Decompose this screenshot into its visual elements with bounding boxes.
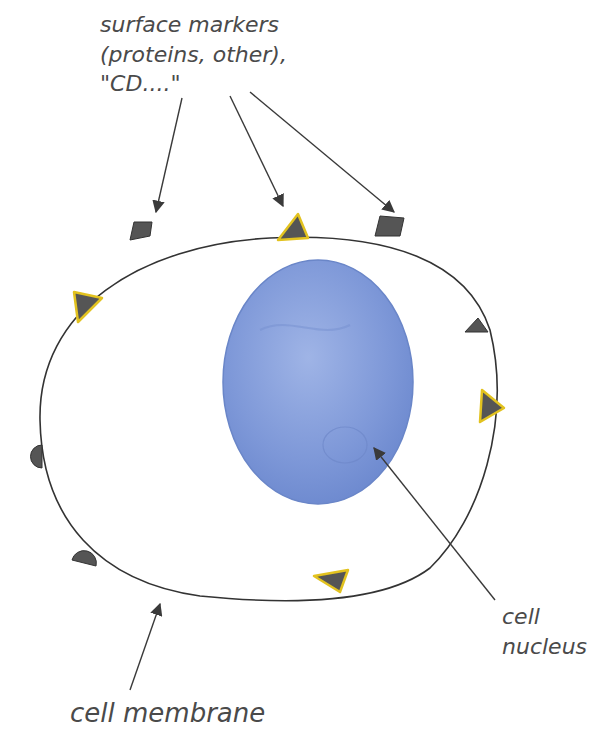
surface-markers <box>31 216 489 566</box>
cell-nucleus <box>223 260 413 504</box>
callout-label: surface markers (proteins, other), "CD..… <box>100 10 350 99</box>
yellow-markers <box>74 214 504 592</box>
callout-label: cell membrane <box>70 696 390 731</box>
leader-lines <box>130 92 495 690</box>
nucleus-texture <box>323 427 367 463</box>
callout-label: cell nucleus <box>502 602 602 661</box>
cell-membrane <box>40 237 497 600</box>
nucleus-texture <box>260 325 350 330</box>
